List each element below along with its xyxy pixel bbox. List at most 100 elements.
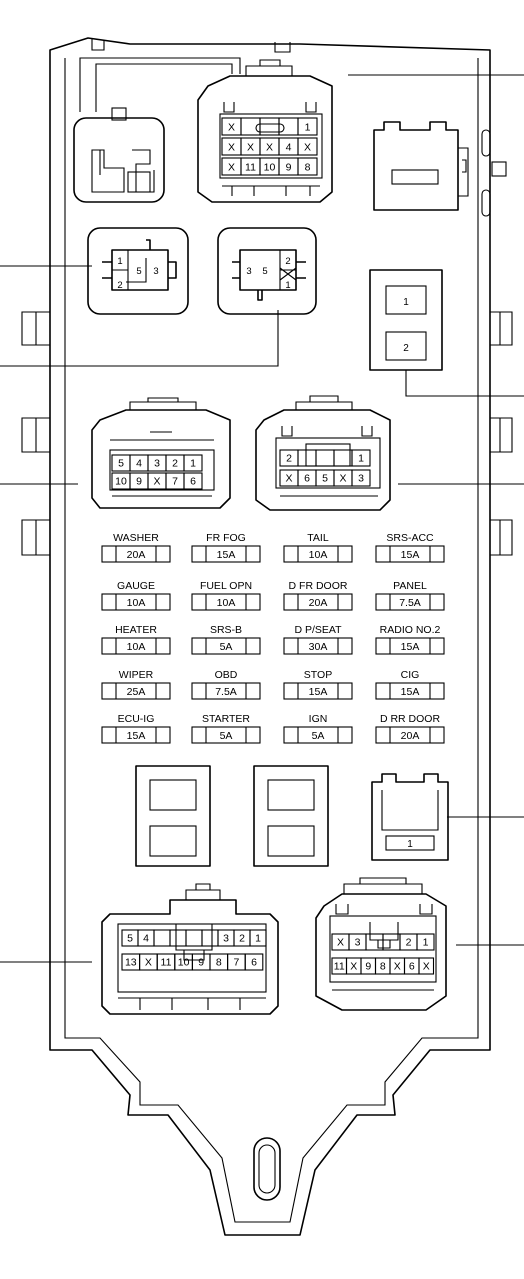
- connector-bottom-right-key: [369, 922, 399, 949]
- fuse-name: ECU-IG: [118, 713, 155, 725]
- connector-top-center-hood: [245, 59, 293, 76]
- connector-top-left-socket: [91, 149, 155, 193]
- relay-lower-right-inner: [381, 790, 439, 831]
- fuse-body: [375, 545, 445, 563]
- connector-pin-label: X: [394, 961, 401, 973]
- connector-pin-label: X: [228, 161, 235, 173]
- connector-pin-label: 8: [216, 957, 222, 969]
- mounting-slot: [253, 1137, 281, 1201]
- connector-pin-cell: [249, 929, 267, 947]
- connector-pin-label: 1: [423, 937, 429, 949]
- fuse-name: RADIO NO.2: [380, 624, 441, 636]
- connector-pin-label: X: [423, 961, 430, 973]
- fuse-name: TAIL: [307, 532, 329, 544]
- connector-mid-right-clips: [280, 426, 378, 497]
- right-latch-2: [490, 417, 513, 453]
- connector-pin-label: 7: [233, 957, 239, 969]
- left-latch-3: [21, 519, 50, 556]
- connector-pin-label: 9: [286, 161, 292, 173]
- relay-socket-top-right-body: [373, 121, 459, 211]
- fuse-rating: 5A: [220, 730, 233, 742]
- fuse-body: [375, 637, 445, 655]
- connector-bottom-left-latch: [185, 883, 221, 900]
- fuse: SRS-B5A: [191, 624, 261, 655]
- connector-pin-label: X: [145, 957, 152, 969]
- connector-bottom-left-center: [175, 924, 213, 961]
- connector-pin-cell: [351, 469, 371, 487]
- connector-pin-label: X: [153, 476, 160, 488]
- fuse-name: D P/SEAT: [294, 624, 342, 636]
- fuse-body: [101, 726, 171, 744]
- fuse-rating: 20A: [127, 549, 146, 561]
- connector-pin-label: 7: [172, 476, 178, 488]
- connector-pin-label: 1: [117, 256, 122, 267]
- connector-pin-cell: [315, 449, 335, 467]
- fuse-body: [283, 545, 353, 563]
- fuse-body: [101, 682, 171, 700]
- fuse-body: [375, 593, 445, 611]
- right-latch-3: [490, 519, 513, 556]
- fuse-name: HEATER: [115, 624, 157, 636]
- connector-top-left-pin: [127, 171, 151, 193]
- connector-pin-label: 2: [172, 458, 178, 470]
- connector-pin-label: 10: [115, 476, 127, 488]
- connector-pin-label: 9: [198, 957, 204, 969]
- fuse-rating: 5A: [220, 641, 233, 653]
- connector-pin-label: 2: [406, 937, 412, 949]
- connector-pin-label: 6: [304, 473, 310, 485]
- connector-pin-cell: [416, 933, 435, 951]
- fuse-body: [283, 682, 353, 700]
- fuse-body: [283, 726, 353, 744]
- connector-pin-label: 2: [285, 256, 290, 267]
- fuse-name: WASHER: [113, 532, 159, 544]
- fuse-name: D FR DOOR: [289, 580, 348, 592]
- connector-pin-label: 11: [334, 961, 345, 973]
- right-slot-2: [481, 189, 491, 217]
- connector-small-left-frame: [87, 227, 189, 315]
- connector-pin-cell: [297, 157, 318, 176]
- connector-pin-label: 8: [305, 161, 311, 173]
- connector-pin-cell: [297, 137, 318, 156]
- relay-mid-left-cell-bottom: [149, 825, 197, 857]
- fuse-rating: 15A: [217, 549, 236, 561]
- relay-mid-right-cell-top: [267, 779, 315, 811]
- fuse-rating: 20A: [401, 730, 420, 742]
- connector-mid-left-body: [91, 409, 231, 509]
- fuse-body: [101, 545, 171, 563]
- connector-mid-left-hood: [129, 397, 197, 410]
- connector-bottom-right-body: [315, 893, 447, 1011]
- connector-pin-label: 8: [380, 961, 386, 973]
- relay-upper-right-cell-top: [385, 285, 427, 315]
- fuse-rating: 15A: [401, 686, 420, 698]
- connector-small-right-frame: [217, 227, 317, 315]
- connector-pin-label: 4: [286, 141, 292, 153]
- connector-blank-pin: [279, 267, 297, 281]
- connector-bottom-left-feet: [118, 997, 266, 1010]
- relay-lower-right: 1: [371, 773, 449, 861]
- connector-pin-label: X: [285, 473, 292, 485]
- connector-mid-left-frame: [109, 449, 215, 491]
- wire-loop: [79, 57, 241, 112]
- relay-socket-top-right-tab: [458, 147, 469, 197]
- connector-pin-label: 1: [255, 933, 261, 945]
- connector-pin-label: 3: [358, 473, 364, 485]
- fuse-rating: 10A: [127, 597, 146, 609]
- connector-pin-label: 3: [153, 266, 158, 277]
- top-notch-left: [91, 38, 105, 51]
- fuse-name: STOP: [304, 669, 332, 681]
- relay-upper-right-label-top: 1: [403, 297, 409, 308]
- fuse-name: IGN: [309, 713, 328, 725]
- fuse-rating: 15A: [309, 686, 328, 698]
- relay-mid-left-cell-top: [149, 779, 197, 811]
